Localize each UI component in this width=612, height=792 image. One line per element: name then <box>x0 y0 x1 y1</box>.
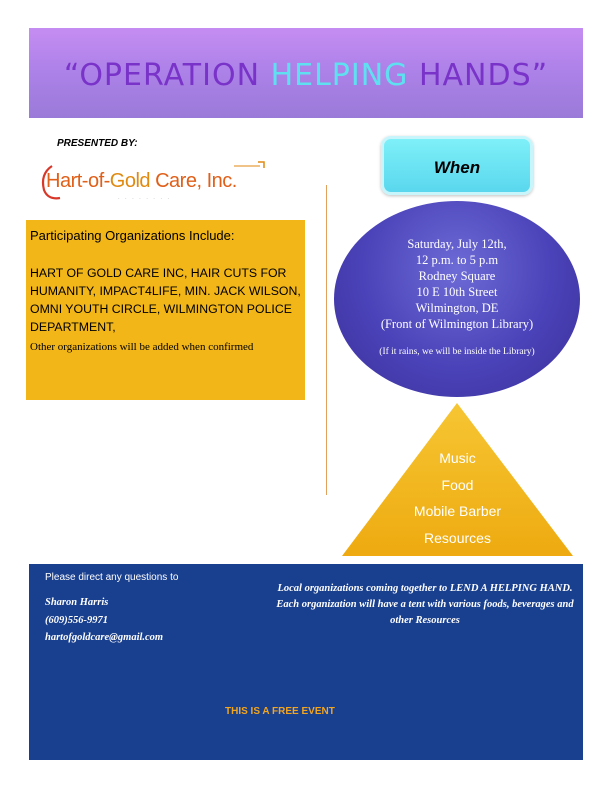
offerings-list: Music Food Mobile Barber Resources <box>342 445 573 551</box>
event-details-oval: Saturday, July 12th, 12 p.m. to 5 p.m Ro… <box>334 201 580 397</box>
event-venue: Rodney Square <box>418 269 496 283</box>
offerings-pyramid <box>342 403 573 556</box>
event-city: Wilmington, DE <box>415 301 499 315</box>
event-date: Saturday, July 12th, <box>407 237 507 251</box>
footer-panel: Please direct any questions to Sharon Ha… <box>29 564 583 760</box>
free-event-label: THIS IS A FREE EVENT <box>225 706 335 717</box>
vertical-divider <box>326 185 327 495</box>
event-title: “OPERATION HELPING HANDS” <box>29 58 583 93</box>
offering-item: Food <box>441 476 474 493</box>
title-word-helping: HELPING <box>270 58 409 93</box>
contact-heading: Please direct any questions to <box>45 572 179 583</box>
when-label: When <box>433 158 481 177</box>
rain-note: (If it rains, we will be inside the Libr… <box>379 347 535 357</box>
contact-name: Sharon Harris <box>45 597 109 608</box>
offering-item: Music <box>439 450 476 466</box>
event-time: 12 p.m. to 5 p.m <box>415 253 499 267</box>
contact-phone: (609)556-9971 <box>45 614 108 626</box>
logo-tagline: · · · · · · · · <box>118 196 172 202</box>
contact-email[interactable]: hartofgoldcare@gmail.com <box>45 632 164 643</box>
organizations-note: Other organizations will be added when c… <box>30 341 254 353</box>
event-street: 10 E 10th Street <box>416 285 498 299</box>
when-button: When <box>381 136 533 195</box>
offering-item: Mobile Barber <box>413 503 502 519</box>
title-word-operation: OPERATION <box>79 58 271 93</box>
logo-swoosh-icon <box>41 161 265 200</box>
logo-text-part1: Hart-of- <box>46 170 110 192</box>
logo-text-part2: Gold <box>109 170 151 192</box>
logo-text-part3: Care, Inc. <box>150 170 237 192</box>
title-banner: “OPERATION HELPING HANDS” <box>29 28 583 118</box>
organizations-heading: Participating Organizations Include: <box>30 228 235 243</box>
event-details: Saturday, July 12th, 12 p.m. to 5 p.m Ro… <box>334 236 580 332</box>
event-description: Local organizations coming together to L… <box>276 583 574 626</box>
hart-of-gold-logo: Hart-of-Gold Care, Inc. · · · · · · · · <box>38 160 278 204</box>
contact-info: Sharon Harris (609)556-9971 hartofgoldca… <box>45 594 163 647</box>
participating-organizations-box: Participating Organizations Include: HAR… <box>26 220 305 400</box>
event-location-note: (Front of Wilmington Library) <box>380 317 534 331</box>
title-open-quote: “ <box>63 58 80 93</box>
title-word-hands: HANDS <box>408 58 532 93</box>
logo-wordmark: Hart-of-Gold Care, Inc. <box>46 170 237 193</box>
organizations-list: HART OF GOLD CARE INC, HAIR CUTS FOR HUM… <box>30 266 301 334</box>
title-close-quote: ” <box>531 58 549 93</box>
offering-item: Resources <box>424 529 491 546</box>
presented-by-label: PRESENTED BY: <box>57 138 138 149</box>
